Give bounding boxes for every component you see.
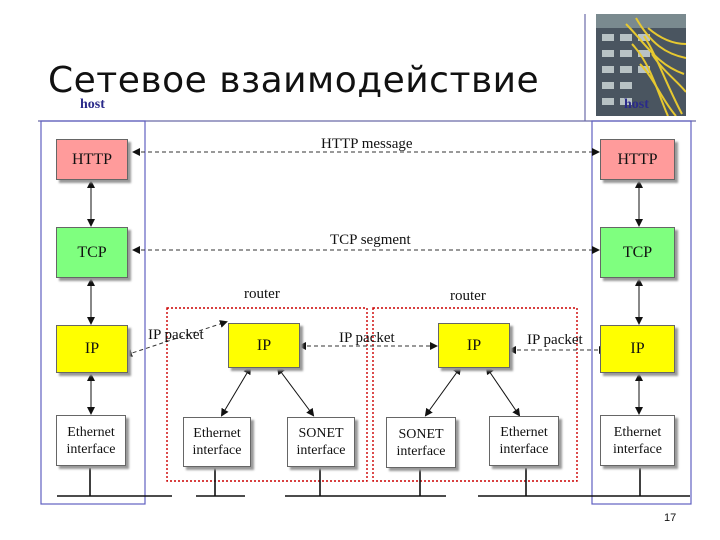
ip-packet-arrow-1 bbox=[124, 320, 228, 357]
host-left-ip-box: IP bbox=[56, 325, 128, 373]
router-right-sonet-box: SONET interface bbox=[386, 417, 456, 468]
network-cables-photo bbox=[596, 14, 686, 116]
router-left-ethernet-box: Ethernet interface bbox=[183, 417, 251, 467]
host-right-tcp-box: TCP bbox=[600, 227, 675, 278]
host-left-http-box: HTTP bbox=[56, 139, 128, 180]
router-left-sonet-box: SONET interface bbox=[287, 417, 355, 467]
host-right-label: host bbox=[624, 97, 649, 112]
router-left-ip-box: IP bbox=[228, 323, 300, 368]
http-message-label: HTTP message bbox=[321, 136, 413, 152]
ip-packet-label-1: IP packet bbox=[148, 327, 204, 343]
router-right-label: router bbox=[450, 288, 486, 304]
ip-packet-label-2: IP packet bbox=[339, 330, 395, 346]
slide-title: Сетевое взаимодействие bbox=[48, 60, 540, 101]
host-left-ethernet-box: Ethernet interface bbox=[56, 415, 126, 466]
host-left-frame bbox=[40, 120, 146, 505]
tcp-segment-label: TCP segment bbox=[330, 232, 411, 248]
host-right-ip-box: IP bbox=[600, 325, 675, 373]
router-right-ip-box: IP bbox=[438, 323, 510, 368]
router-right-ethernet-box: Ethernet interface bbox=[489, 416, 559, 466]
page-number: 17 bbox=[664, 512, 677, 524]
router-right-frame bbox=[372, 307, 578, 482]
router-left-label: router bbox=[244, 286, 280, 302]
host-right-ethernet-box: Ethernet interface bbox=[600, 415, 675, 466]
host-right-http-box: HTTP bbox=[600, 139, 675, 180]
host-right-frame bbox=[591, 120, 692, 505]
host-left-label: host bbox=[80, 97, 105, 112]
router-left-frame bbox=[166, 307, 368, 482]
host-left-tcp-box: TCP bbox=[56, 227, 128, 278]
ip-packet-label-3: IP packet bbox=[527, 332, 583, 348]
